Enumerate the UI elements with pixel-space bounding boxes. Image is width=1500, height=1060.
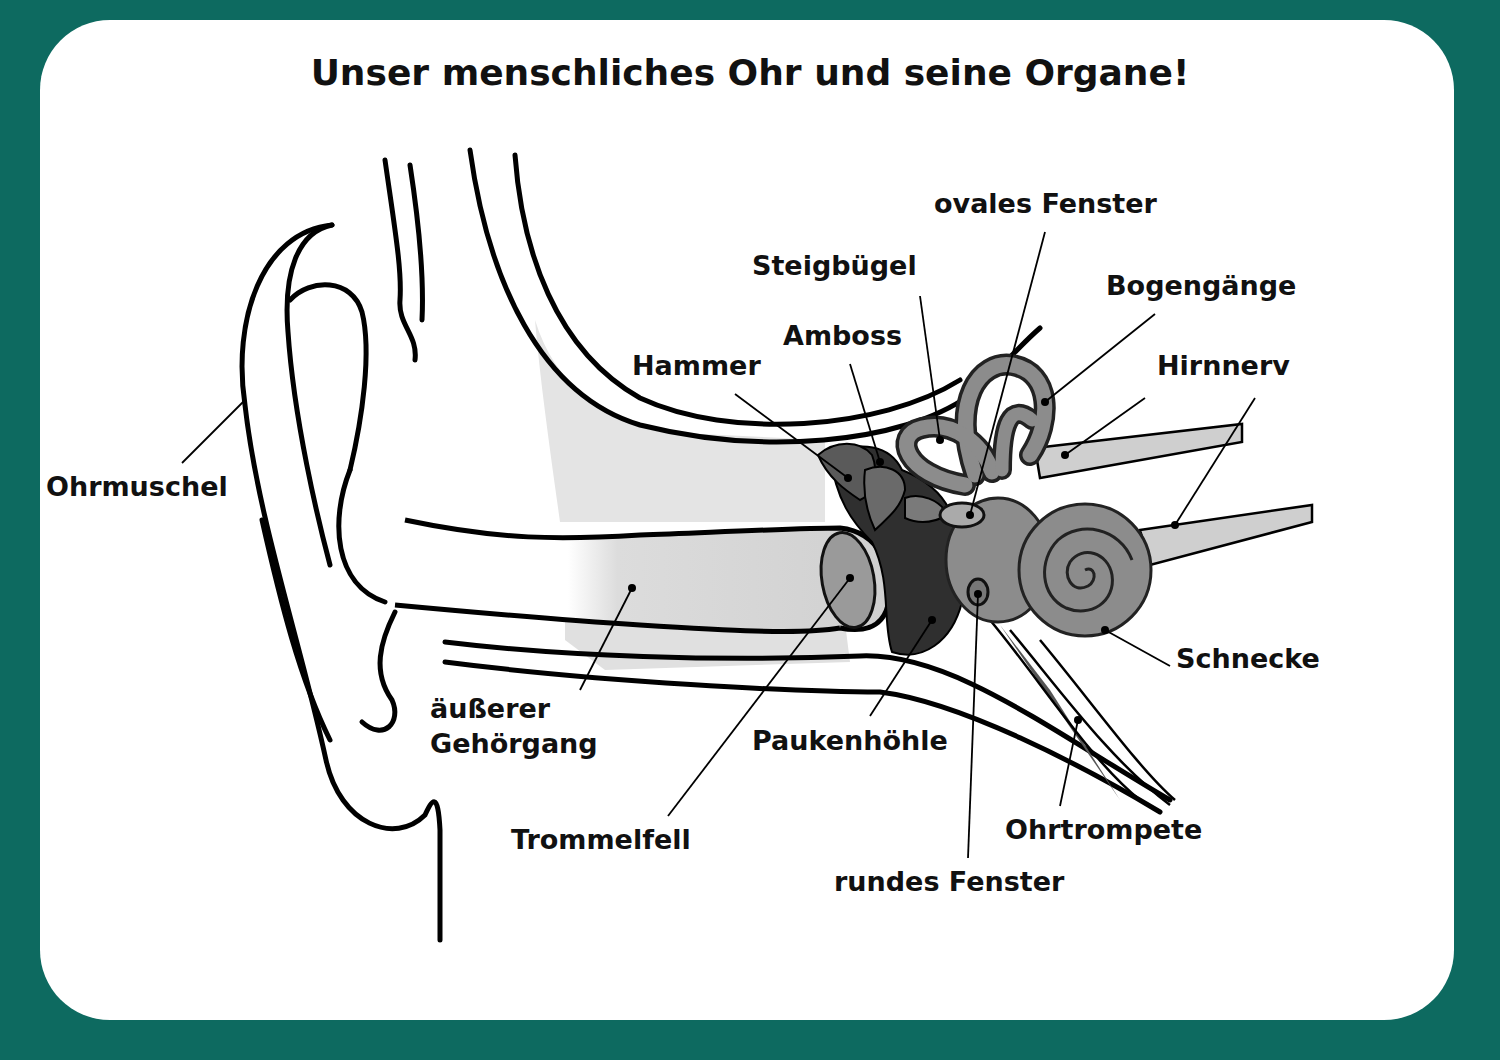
leader-dots-part (936, 436, 944, 444)
cochlea-vestibule-part (1019, 504, 1151, 636)
leader-dots-part (928, 616, 936, 624)
leader-lines-part (182, 400, 245, 463)
semicircular-canals-part (1002, 414, 1032, 470)
eustachian-tube (990, 620, 1175, 805)
part-label: Paukenhöhle (752, 723, 948, 758)
part-label: rundes Fenster (834, 864, 1064, 899)
leader-lines-part (580, 588, 632, 690)
leader-lines-part (735, 394, 848, 478)
part-label: Schnecke (1176, 641, 1320, 676)
pinna-part (362, 612, 395, 730)
part-label: äußerer Gehörgang (430, 691, 630, 761)
part-label: Ohrmuschel (46, 469, 228, 504)
cochlea-vestibule-part (940, 503, 984, 527)
nerves-part (1140, 505, 1312, 565)
leader-dots-part (1101, 626, 1109, 634)
leader-lines-part (1175, 398, 1255, 525)
part-label: Ohrtrompete (1005, 812, 1202, 847)
semicircular-canals (906, 365, 1044, 485)
leader-dots-part (876, 458, 884, 466)
leader-lines-part (1045, 314, 1155, 402)
part-label: Bogengänge (1106, 268, 1296, 303)
leader-dots-part (1171, 521, 1179, 529)
leader-lines-part (1105, 630, 1170, 666)
pinna-part (339, 470, 385, 602)
leader-dots-part (846, 574, 854, 582)
eustachian-tube-part (1010, 630, 1170, 805)
ear-canal (395, 520, 890, 631)
diagram-title: Unser menschliches Ohr und seine Organe! (0, 52, 1500, 93)
leader-lines-part (668, 578, 850, 816)
skull-lines-part (515, 155, 960, 424)
leader-dots-part (628, 584, 636, 592)
leader-lines-part (850, 364, 880, 462)
part-label: Hirnnerv (1157, 348, 1290, 383)
pinna-part (242, 225, 440, 940)
leader-dots-part (974, 590, 982, 598)
pinna-part (385, 160, 415, 360)
leader-lines-part (870, 620, 932, 716)
leader-lines (182, 232, 1255, 858)
ear-canal-part (395, 520, 890, 631)
part-label: ovales Fenster (934, 186, 1157, 221)
part-label: Amboss (783, 318, 902, 353)
semicircular-canals-part (906, 427, 992, 485)
leader-dots-part (966, 511, 974, 519)
part-label: Steigbügel (752, 248, 917, 283)
bone-shading-part (535, 320, 825, 522)
leader-dots-part (1061, 451, 1069, 459)
eustachian-tube-part (990, 620, 1140, 800)
nerves-part (1035, 424, 1242, 478)
leader-dots-part (844, 474, 852, 482)
eustachian-tube-part (1040, 640, 1175, 800)
cochlea-vestibule-part (1045, 529, 1132, 611)
eardrum (814, 528, 882, 632)
part-label: Trommelfell (511, 822, 691, 857)
middle-ear-part (864, 467, 905, 530)
pinna (242, 160, 440, 940)
pinna-part (262, 520, 330, 740)
pinna-part (287, 225, 332, 565)
pinna-part (290, 285, 366, 470)
skull-lines (445, 150, 1170, 812)
cochlea-vestibule (940, 498, 1151, 636)
leader-lines-part (1065, 398, 1145, 455)
leader-lines-part (920, 296, 940, 440)
leader-dots-part (1074, 716, 1082, 724)
leader-dots (628, 398, 1179, 724)
part-label: Hammer (632, 348, 761, 383)
leader-lines-part (1060, 720, 1078, 806)
leader-lines-part (970, 232, 1045, 515)
leader-lines-part (968, 594, 978, 858)
leader-dots-part (1041, 398, 1049, 406)
pinna-part (410, 165, 423, 320)
